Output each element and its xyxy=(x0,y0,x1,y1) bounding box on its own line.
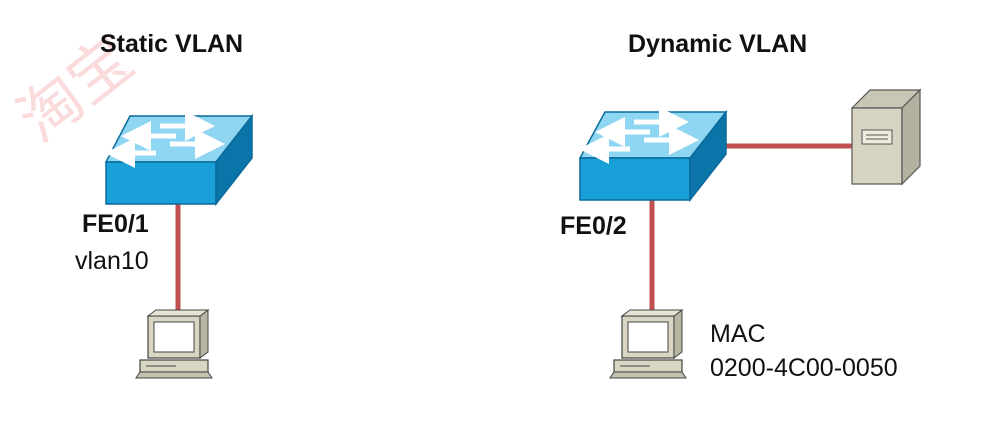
server-icon xyxy=(850,88,922,186)
dynamic-vlan-title: Dynamic VLAN xyxy=(628,30,808,58)
left-vlan-label: vlan10 xyxy=(75,247,149,275)
right-port-label: FE0/2 xyxy=(560,212,627,240)
pc-left-icon xyxy=(135,309,213,379)
mac-address-value: 0200-4C00-0050 xyxy=(710,354,898,382)
mac-label: MAC xyxy=(710,320,766,348)
left-port-label: FE0/1 xyxy=(82,210,149,238)
switch-right-icon xyxy=(578,107,728,203)
switch-left-icon xyxy=(104,111,254,207)
pc-right-icon xyxy=(609,309,687,379)
static-vlan-title: Static VLAN xyxy=(100,30,244,58)
